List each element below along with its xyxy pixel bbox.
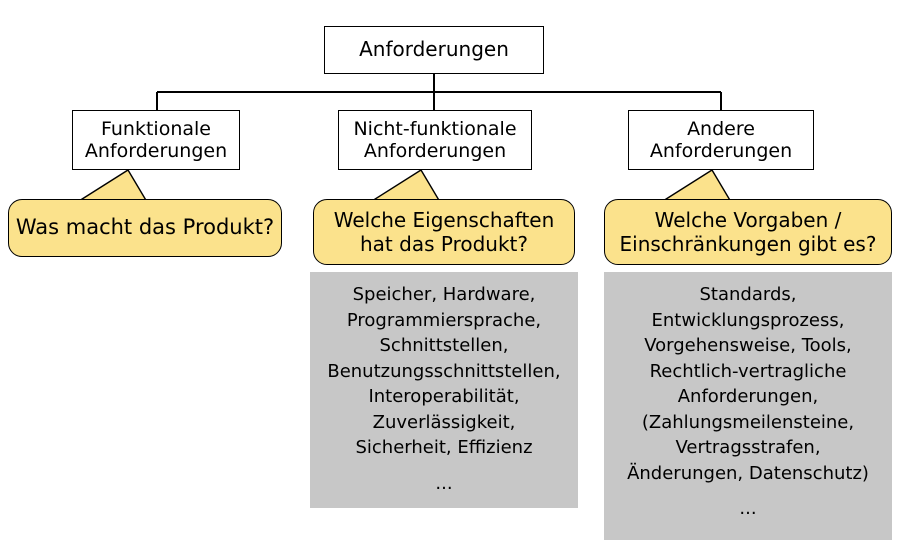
node-funktionale-anforderungen: Funktionale Anforderungen	[72, 110, 240, 170]
details-line: (Zahlungsmeilensteine,	[641, 411, 855, 433]
node-funktionale-label-line2: Anforderungen	[84, 140, 228, 162]
node-anforderungen-root: Anforderungen	[324, 26, 544, 74]
details-line: Vorgehensweise, Tools,	[644, 335, 852, 357]
callout-andere-line2: Einschränkungen gibt es?	[619, 232, 877, 256]
details-line: Vertragsstrafen,	[675, 437, 821, 459]
details-line: ...	[739, 498, 757, 520]
callout-funktionale-line1: Was macht das Produkt?	[15, 215, 275, 240]
node-nicht-funktionale-label: Nicht-funktionale Anforderungen	[353, 118, 516, 163]
callout-funktionale-anforderungen: Was macht das Produkt?	[8, 199, 282, 257]
details-panel-nicht-funktionale: Speicher, Hardware, Programmiersprache, Sc…	[310, 272, 578, 508]
node-nicht-funktionale-anforderungen: Nicht-funktionale Anforderungen	[338, 110, 532, 170]
details-line: Standards,	[699, 284, 797, 305]
details-line: Sicherheit, Effizienz	[355, 437, 533, 459]
callout-andere-text: Welche Vorgaben / Einschränkungen gibt e…	[620, 208, 877, 257]
node-andere-label-line2: Anforderungen	[649, 140, 793, 162]
node-andere-anforderungen: Andere Anforderungen	[628, 110, 814, 170]
details-line: Änderungen, Datenschutz)	[627, 462, 869, 484]
callout-nicht-funktionale-line1: Welche Eigenschaften	[333, 207, 555, 232]
details-line: Rechtlich-vertragliche	[649, 360, 847, 382]
callout-andere-anforderungen: Welche Vorgaben / Einschränkungen gibt e…	[604, 199, 892, 265]
callout-nicht-funktionale-text: Welche Eigenschaften hat das Produkt?	[334, 208, 555, 257]
node-andere-label-line1: Andere	[687, 117, 755, 140]
details-panel-andere: Standards, Entwicklungsprozess, Vorgehensw…	[604, 272, 892, 540]
details-line: Entwicklungsprozess,	[651, 309, 845, 331]
details-line: Speicher, Hardware,	[352, 284, 536, 305]
callout-nicht-funktionale-line2: hat das Produkt?	[360, 232, 528, 256]
details-line: Benutzungsschnittstellen,	[327, 360, 561, 382]
node-andere-label: Andere Anforderungen	[650, 118, 792, 163]
callout-andere-line1: Welche Vorgaben /	[654, 207, 842, 232]
callout-funktionale-text: Was macht das Produkt?	[16, 215, 274, 241]
node-funktionale-label: Funktionale Anforderungen	[85, 118, 227, 163]
details-line: Interoperabilität,	[368, 386, 520, 408]
node-root-label: Anforderungen	[359, 37, 509, 62]
details-line	[610, 486, 886, 496]
node-nicht-funktionale-label-line1: Nicht-funktionale	[353, 117, 517, 140]
details-line: Zuverlässigkeit,	[372, 411, 516, 433]
details-line: Schnittstellen,	[379, 335, 509, 357]
details-line	[316, 461, 572, 471]
node-funktionale-label-line1: Funktionale	[101, 117, 211, 140]
callout-nicht-funktionale-anforderungen: Welche Eigenschaften hat das Produkt?	[313, 199, 575, 265]
node-nicht-funktionale-label-line2: Anforderungen	[363, 140, 507, 162]
details-line: Anforderungen,	[677, 386, 819, 408]
details-line: Programmiersprache,	[346, 309, 542, 331]
details-line: ...	[435, 472, 453, 494]
